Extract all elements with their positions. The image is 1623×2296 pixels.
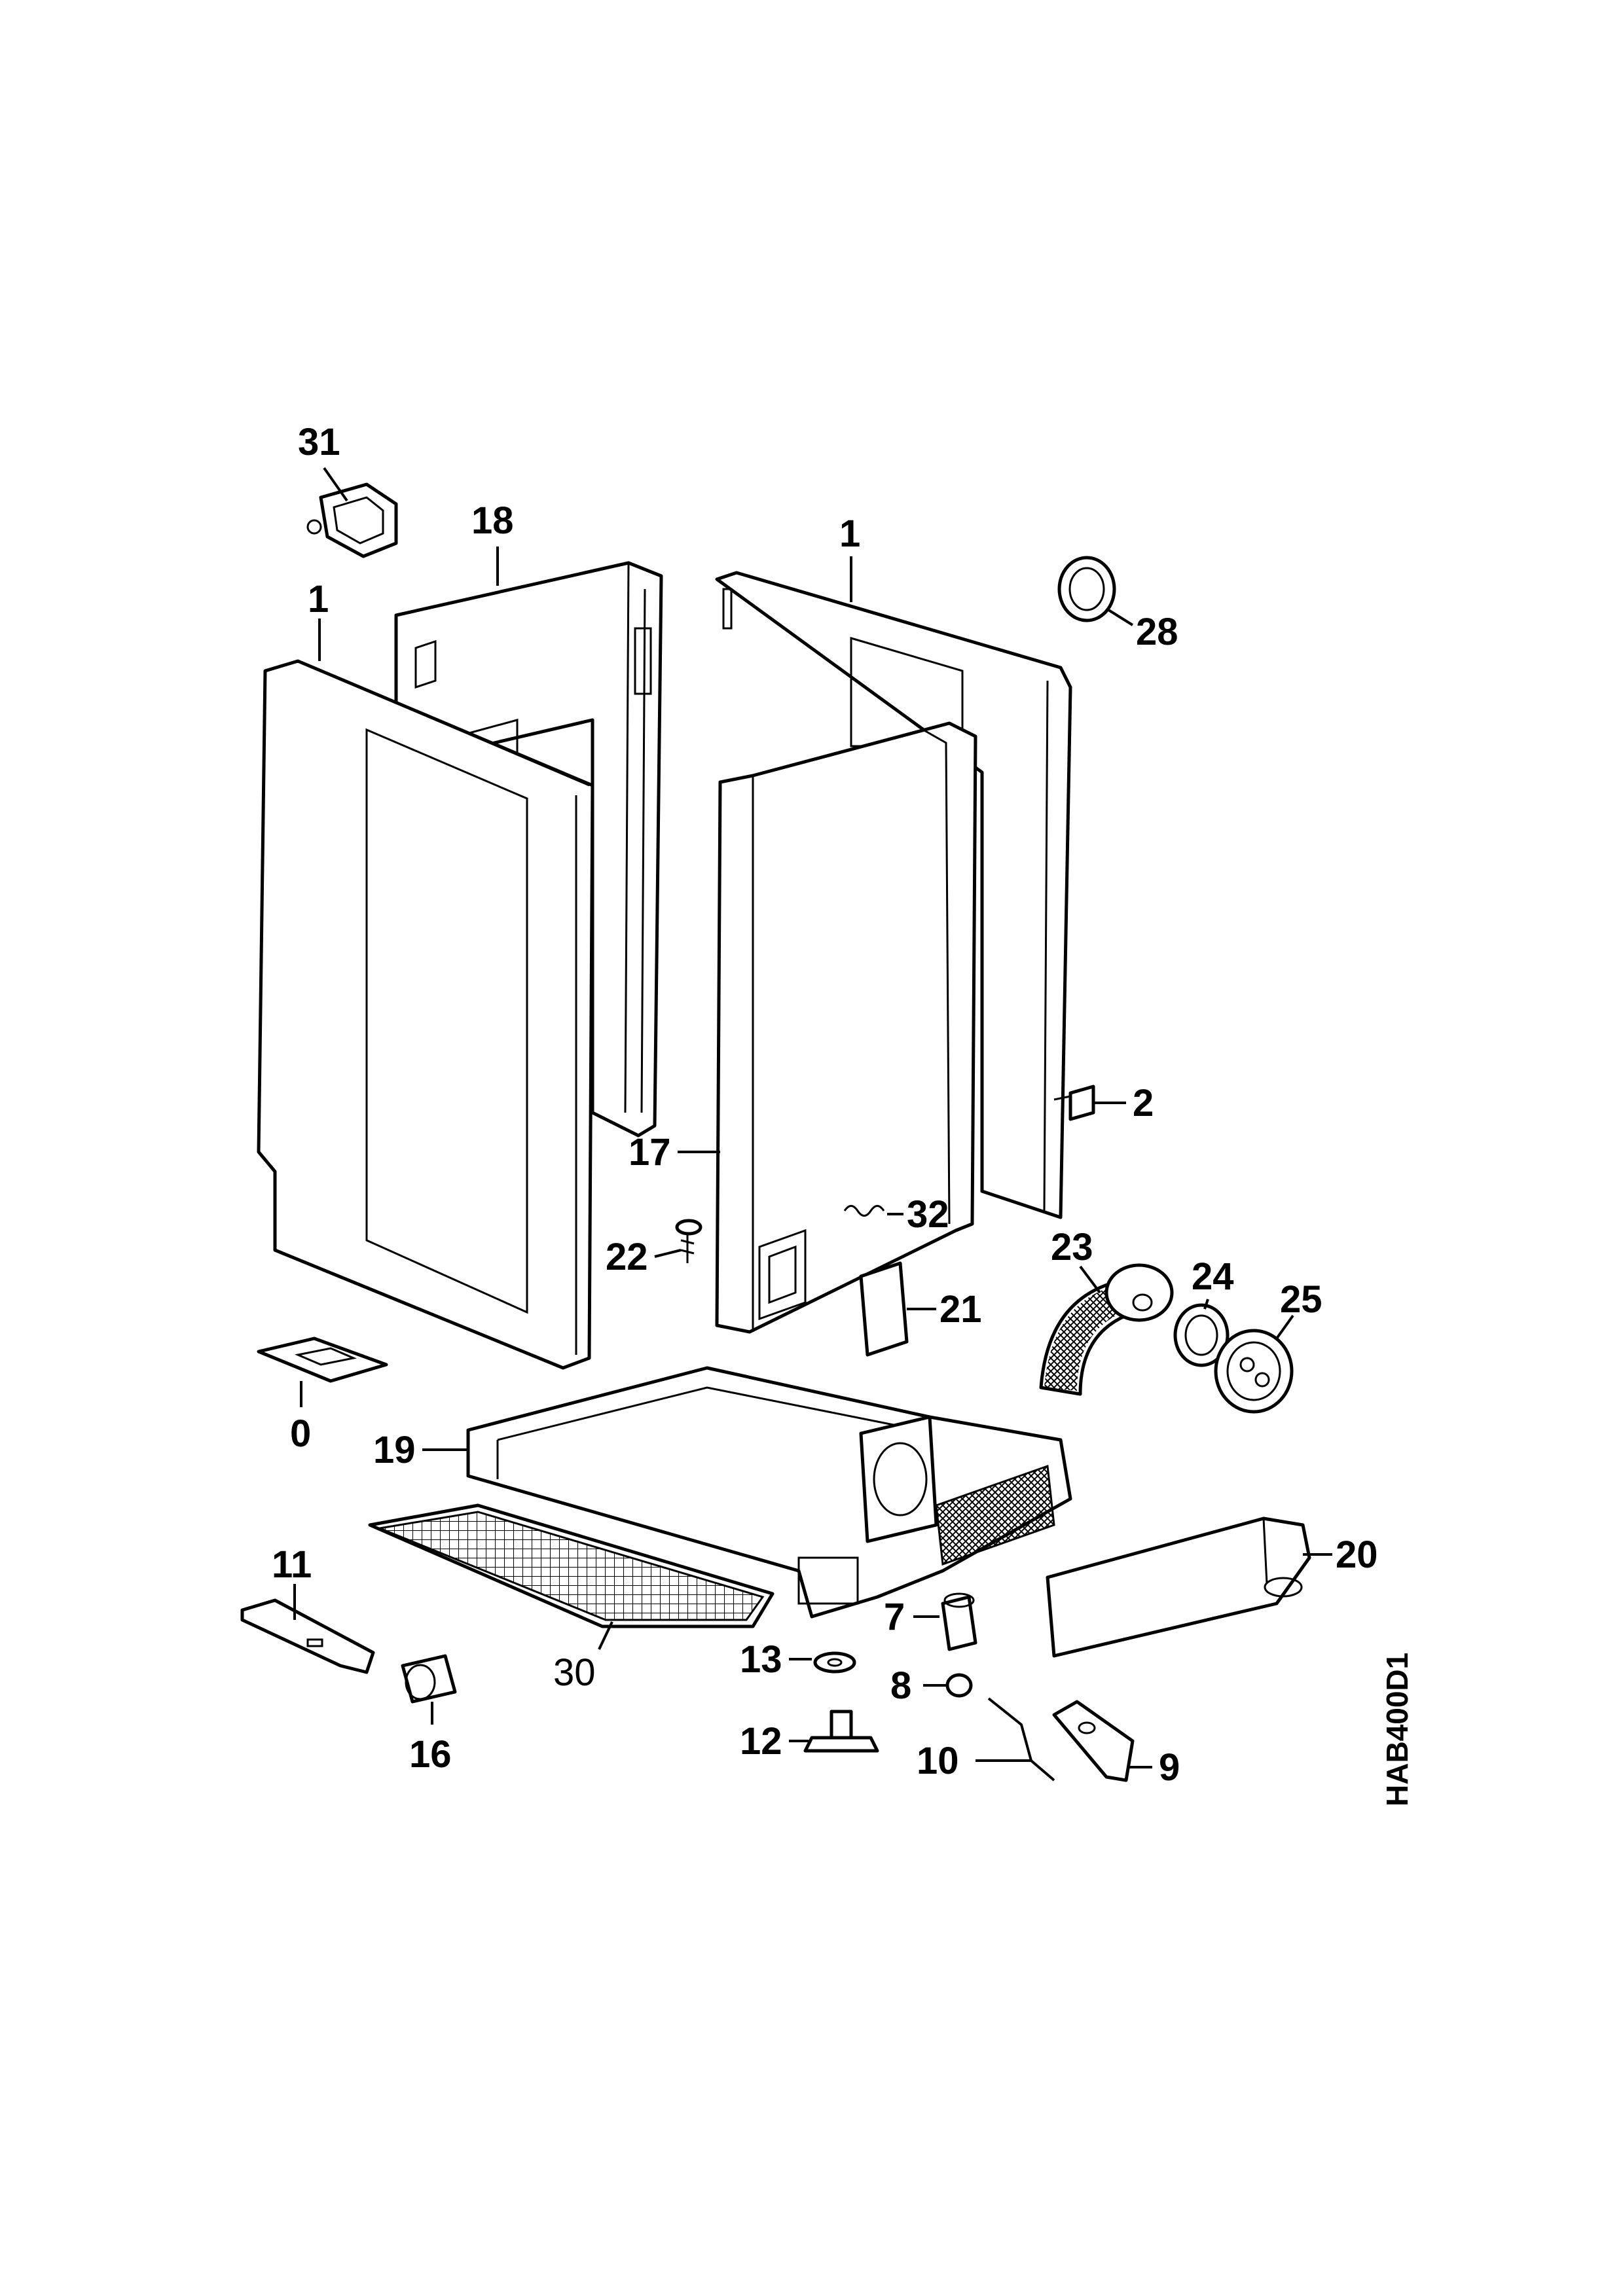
label-11: 11: [272, 1543, 312, 1586]
leader-23: [1079, 1265, 1101, 1294]
part-1-left-side-panel: [257, 659, 594, 1370]
part-17-front-panel: [715, 721, 977, 1334]
part-32-spring: [843, 1205, 885, 1217]
part-23-hose: [1039, 1263, 1174, 1396]
leader-25: [1275, 1314, 1294, 1340]
part-19-base-frame: [466, 1366, 1072, 1619]
drawing-code: HAB400D1: [1380, 1653, 1414, 1806]
label-13: 13: [740, 1638, 782, 1681]
part-31-clip: [306, 482, 398, 558]
label-2: 2: [1133, 1082, 1154, 1124]
label-17: 17: [629, 1131, 671, 1174]
part-28-ring: [1057, 556, 1116, 622]
leader-30: [598, 1621, 613, 1650]
label-0: 0: [290, 1412, 311, 1455]
label-10: 10: [917, 1740, 959, 1782]
part-10-wire-rod: [987, 1697, 1055, 1782]
part-11-bracket-plate: [240, 1598, 375, 1674]
label-20: 20: [1336, 1534, 1378, 1576]
part-21-cover-plate: [859, 1261, 909, 1357]
label-1-left: 1: [308, 578, 329, 620]
label-21: 21: [939, 1288, 982, 1331]
part-13-star-washer: [813, 1651, 856, 1674]
label-12: 12: [740, 1720, 782, 1763]
leader-28: [1105, 607, 1134, 626]
part-20-kick-panel: [1046, 1516, 1311, 1658]
leader-22: [654, 1249, 682, 1258]
leader-31: [323, 467, 348, 502]
label-28: 28: [1136, 611, 1178, 653]
part-16-foot: [401, 1654, 457, 1704]
part-30-mesh-tray: [368, 1503, 775, 1628]
part-18-rear-panel: [394, 561, 663, 1138]
label-19: 19: [373, 1429, 416, 1471]
part-24-ring: [1173, 1303, 1230, 1367]
part-8-nut: [945, 1673, 973, 1698]
leader-24: [1203, 1299, 1209, 1310]
part-2-bracket: [1053, 1085, 1095, 1121]
label-23: 23: [1051, 1226, 1093, 1268]
label-7: 7: [884, 1596, 905, 1638]
part-0-label-card: [257, 1336, 388, 1383]
part-7-foot-holder: [941, 1592, 977, 1651]
label-32: 32: [907, 1193, 949, 1236]
label-8: 8: [890, 1664, 911, 1707]
part-22-screw: [675, 1219, 702, 1263]
label-1-right: 1: [839, 512, 860, 555]
label-16: 16: [409, 1733, 452, 1776]
label-18: 18: [471, 499, 514, 542]
part-12-adjustable-foot: [803, 1710, 879, 1753]
label-30: 30: [553, 1651, 596, 1694]
label-22: 22: [606, 1236, 648, 1278]
label-31: 31: [298, 421, 340, 463]
part-25-filter-cap: [1214, 1329, 1294, 1414]
part-9-lever: [1052, 1700, 1135, 1782]
label-24: 24: [1192, 1255, 1234, 1298]
label-9: 9: [1159, 1746, 1180, 1789]
label-25: 25: [1280, 1278, 1322, 1321]
